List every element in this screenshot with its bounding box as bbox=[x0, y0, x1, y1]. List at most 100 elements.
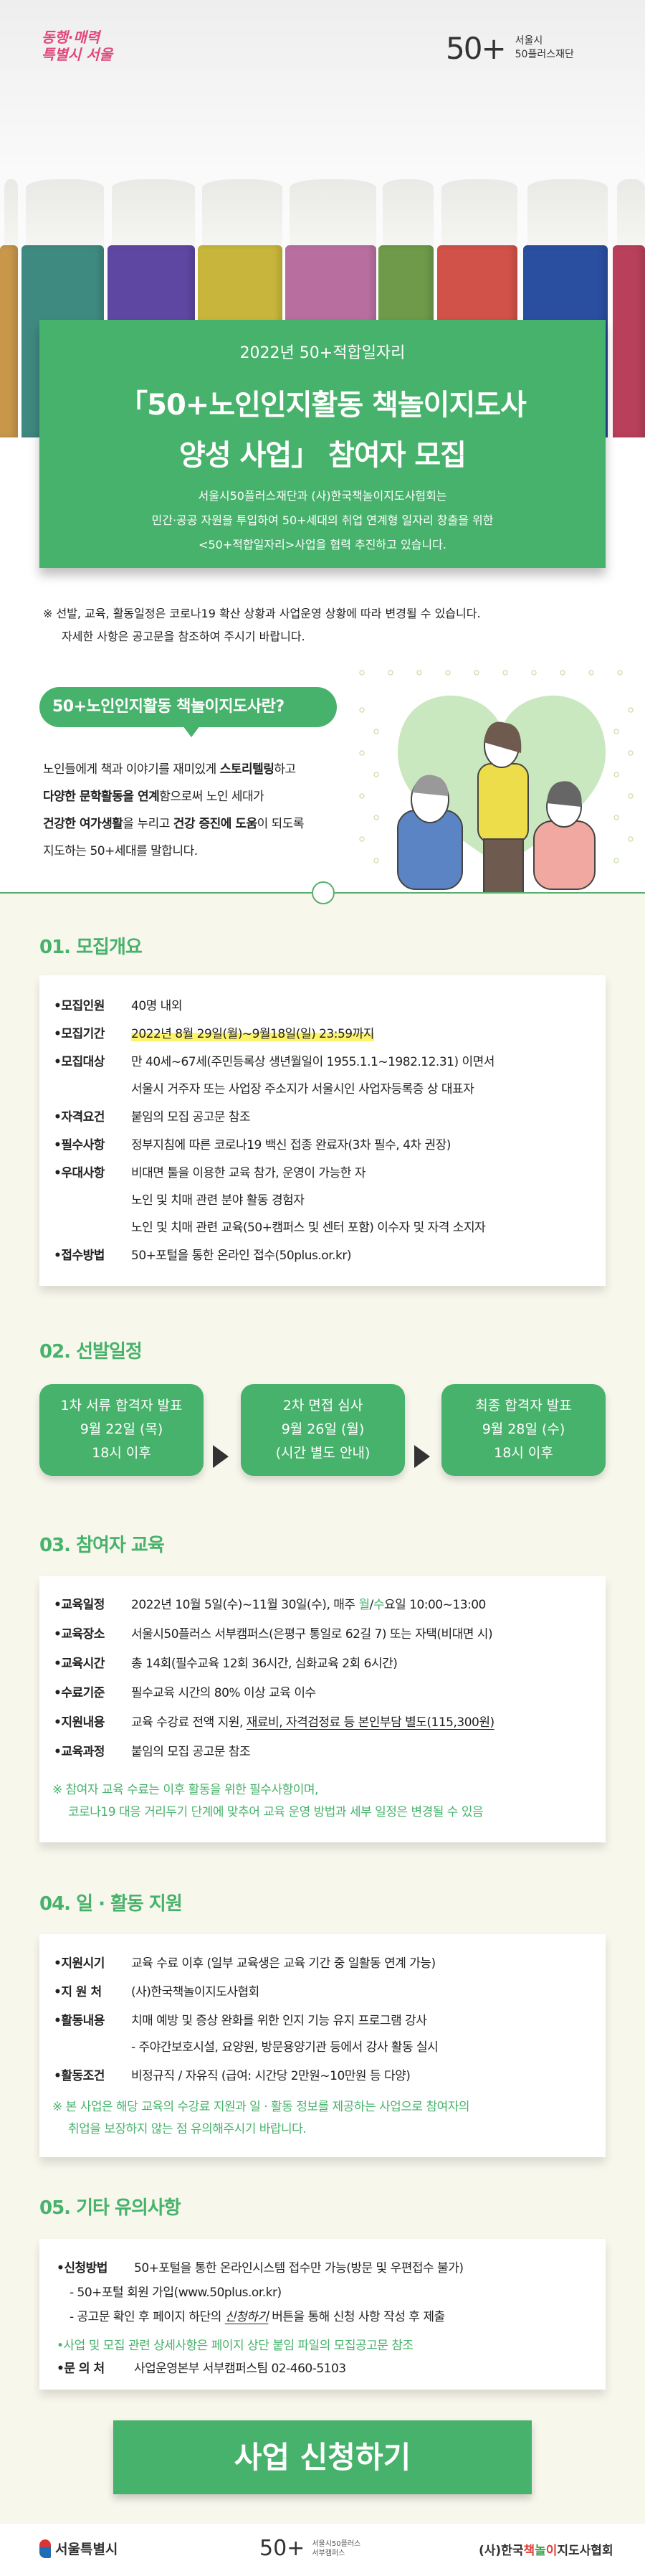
hero-desc: 서울시50플러스재단과 (사)한국책놀이지도사협회는 bbox=[198, 489, 447, 503]
seoul-slogan-logo[interactable]: 동행·매력 특별시 서울 bbox=[42, 29, 135, 63]
row-value: 교육 수강료 전액 지원, 재료비, 자격검정료 등 본인부담 별도(115,3… bbox=[131, 1712, 494, 1730]
association-logo[interactable]: (사)한국책놀이지도사협회 bbox=[479, 2540, 613, 2558]
row-label: •활동조건 bbox=[54, 2069, 105, 2083]
value-text: 2022년 10월 5일(수)~11월 30일(수), 매주 bbox=[131, 1598, 359, 1612]
row-label: •우대사항 bbox=[54, 1166, 105, 1180]
seoul-text: 서울특별시 bbox=[55, 2542, 118, 2557]
step-time: 18시 이후 bbox=[494, 1445, 553, 1461]
row-value: 교육 수료 이후 (일부 교육생은 교육 기간 중 일활동 연계 가능) bbox=[131, 1953, 436, 1971]
value-text: 서울시50플러스 서부캠퍼스(은평구 통일로 62길 7) 또는 자택(비대면 … bbox=[131, 1627, 493, 1642]
row-value: (사)한국책놀이지도사협회 bbox=[131, 1981, 259, 1999]
hero-title-line1: 「50+노인인지활동 책놀이지도사 bbox=[119, 389, 527, 422]
foundation-logo[interactable]: 50+ 서울시 50플러스재단 bbox=[446, 30, 574, 66]
value-text: 붙임의 모집 공고문 참조 bbox=[131, 1110, 251, 1124]
step-time: (시간 별도 안내) bbox=[275, 1445, 371, 1461]
section-title-schedule: 02. 선발일정 bbox=[39, 1341, 143, 1363]
row-value: 노인 및 치매 관련 교육(50+캠퍼스 및 센터 포함) 이수자 및 자격 소… bbox=[131, 1217, 486, 1235]
row-label: •신청방법 bbox=[57, 2261, 108, 2276]
logo-line1: 서울시 bbox=[515, 35, 543, 47]
intro-line: 건강한 여가생활을 누리고 건강 증진에 도움이 되도록 bbox=[43, 813, 305, 831]
step-date: 9월 28일 (수) bbox=[482, 1421, 565, 1437]
step-title: 2차 면접 심사 bbox=[282, 1398, 363, 1414]
intro-text: 하고 bbox=[274, 762, 296, 777]
row-label: •활동내용 bbox=[54, 2014, 105, 2028]
intro-text: 다양한 문학활동을 연계 bbox=[43, 790, 160, 804]
assoc-text: 책 bbox=[523, 2544, 535, 2558]
value-text: 서울시 거주자 또는 사업장 주소지가 서울시인 사업자등록증 상 대표자 bbox=[131, 1082, 474, 1097]
support-card: •지원시기 교육 수료 이후 (일부 교육생은 교육 기간 중 일활동 연계 가능… bbox=[39, 1934, 606, 2157]
footer: 서울특별시 50+ 서울시50플러스 서부캠퍼스 (사)한국책놀이지도사협회 bbox=[0, 2524, 645, 2576]
value-text: / bbox=[369, 1598, 374, 1612]
row-value: 총 14회(필수교육 12회 36시간, 심화교육 2회 6시간) bbox=[131, 1653, 398, 1671]
card-note: 코로나19 대응 거리두기 단계에 맞추어 교육 운영 방법과 세부 일정은 변… bbox=[68, 1805, 484, 1819]
book-spine bbox=[613, 179, 645, 437]
value-text: - 주야간보호시설, 요양원, 방문용양기관 등에서 강사 활동 실시 bbox=[131, 2040, 439, 2055]
step-date: 9월 26일 (월) bbox=[281, 1421, 365, 1437]
dot-pattern bbox=[359, 670, 634, 863]
value-text: 정부지침에 따른 코로나19 백신 접종 완료자(3차 필수, 4차 권장) bbox=[131, 1138, 451, 1152]
seoul-city-logo[interactable]: 서울특별시 bbox=[39, 2539, 118, 2558]
campus-logo[interactable]: 50+ 서울시50플러스 서부캠퍼스 bbox=[259, 2536, 360, 2561]
value-text: 치매 예방 및 증상 완화를 위한 인지 기능 유지 프로그램 강사 bbox=[131, 2014, 427, 2028]
divider-circle bbox=[312, 881, 335, 904]
section-title-recruitment: 01. 모집개요 bbox=[39, 937, 143, 958]
value-text: 노인 및 치매 관련 교육(50+캠퍼스 및 센터 포함) 이수자 및 자격 소… bbox=[131, 1221, 486, 1235]
intro-text: 이 되도록 bbox=[257, 817, 305, 831]
row-label: •교육과정 bbox=[54, 1745, 105, 1759]
sub-text: 버튼을 통해 신청 사항 작성 후 제출 bbox=[268, 2310, 445, 2324]
row-label: •지원내용 bbox=[54, 1715, 105, 1730]
seoul-symbol-icon bbox=[39, 2539, 51, 2558]
value-text: 교육 수료 이후 (일부 교육생은 교육 기간 중 일활동 연계 가능) bbox=[131, 1956, 436, 1971]
intro-text: 함으로써 노인 세대가 bbox=[159, 790, 264, 804]
row-label: •접수방법 bbox=[54, 1249, 105, 1263]
row-value: 50+포털을 통한 온라인 접수(50plus.or.kr) bbox=[131, 1245, 352, 1263]
value-text: (사)한국책놀이지도사협회 bbox=[131, 1985, 259, 1999]
assoc-text: (사)한국 bbox=[479, 2544, 524, 2558]
row-label: •지원시기 bbox=[54, 1956, 105, 1971]
apply-link-text: 신청하기 bbox=[224, 2310, 269, 2324]
intro-text: 지도하는 50+세대를 말합니다. bbox=[43, 844, 198, 858]
intro-speech-bubble: 50+노인인지활동 책놀이지도사란? bbox=[39, 687, 337, 737]
section-title-support: 04. 일 · 활동 지원 bbox=[39, 1893, 183, 1915]
value-text: 비정규직 / 자유직 (급여: 시간당 2만원~10만원 등 다양) bbox=[131, 2069, 411, 2083]
elderly-woman-figure bbox=[533, 781, 596, 890]
row-label: •교육장소 bbox=[54, 1627, 105, 1642]
row-sub: - 공고문 확인 후 페이지 하단의 신청하기 버튼을 통해 신청 사항 작성 … bbox=[70, 2306, 445, 2324]
intro-line: 노인들에게 책과 이야기를 재미있게 스토리텔링하고 bbox=[43, 759, 296, 777]
assoc-text: 지도사협회 bbox=[557, 2544, 613, 2558]
row-label: •모집인원 bbox=[54, 999, 105, 1013]
value-text: 50+포털을 통한 온라인 접수(50plus.or.kr) bbox=[131, 1249, 352, 1263]
value-text: 40명 내외 bbox=[131, 999, 182, 1013]
row-value: 2022년 10월 5일(수)~11월 30일(수), 매주 월/수요일 10:… bbox=[131, 1594, 486, 1612]
schedule-step-1: 1차 서류 합격자 발표 9월 22일 (목) 18시 이후 bbox=[39, 1384, 204, 1476]
value-text: 비대면 툴을 이용한 교육 참가, 운영이 가능한 자 bbox=[131, 1166, 366, 1180]
intro-text: 노인들에게 책과 이야기를 재미있게 bbox=[43, 762, 220, 777]
value-text: 교육 수강료 전액 지원, bbox=[131, 1715, 247, 1730]
row-label: •교육일정 bbox=[54, 1598, 105, 1612]
book-spine bbox=[0, 179, 18, 437]
intro-line: 지도하는 50+세대를 말합니다. bbox=[43, 840, 198, 858]
intro-text: 건강한 여가생활 bbox=[43, 817, 123, 831]
value-text: 월 bbox=[358, 1598, 370, 1612]
intro-text: 을 누리고 bbox=[123, 817, 173, 831]
seniors-illustration bbox=[359, 670, 634, 893]
row-label: •필수사항 bbox=[54, 1138, 105, 1152]
value-text: 수 bbox=[373, 1598, 385, 1612]
campus-line2: 서부캠퍼스 bbox=[312, 2549, 345, 2557]
row-label: •지 원 처 bbox=[54, 1985, 102, 1999]
row-value: 붙임의 모집 공고문 참조 bbox=[131, 1107, 251, 1124]
row-label: •교육시간 bbox=[54, 1657, 105, 1671]
apply-button[interactable]: 사업 신청하기 bbox=[113, 2420, 532, 2494]
schedule-step-3: 최종 합격자 발표 9월 28일 (수) 18시 이후 bbox=[441, 1384, 606, 1476]
step-time: 18시 이후 bbox=[92, 1445, 151, 1461]
value-text: 필수교육 시간의 80% 이상 교육 이수 bbox=[131, 1686, 316, 1700]
row-value: 노인 및 치매 관련 분야 활동 경험자 bbox=[131, 1190, 305, 1208]
arrow-right-icon bbox=[213, 1445, 229, 1468]
sub-text: - 공고문 확인 후 페이지 하단의 bbox=[70, 2310, 225, 2324]
hero-title-line2: 양성 사업」 참여자 모집 bbox=[179, 439, 467, 472]
row-value: 40명 내외 bbox=[131, 995, 182, 1013]
education-card: •교육일정 2022년 10월 5일(수)~11월 30일(수), 매주 월/수요… bbox=[39, 1576, 606, 1842]
value-text: 노인 및 치매 관련 분야 활동 경험자 bbox=[131, 1193, 305, 1208]
value-text: 붙임의 모집 공고문 참조 bbox=[131, 1745, 251, 1759]
